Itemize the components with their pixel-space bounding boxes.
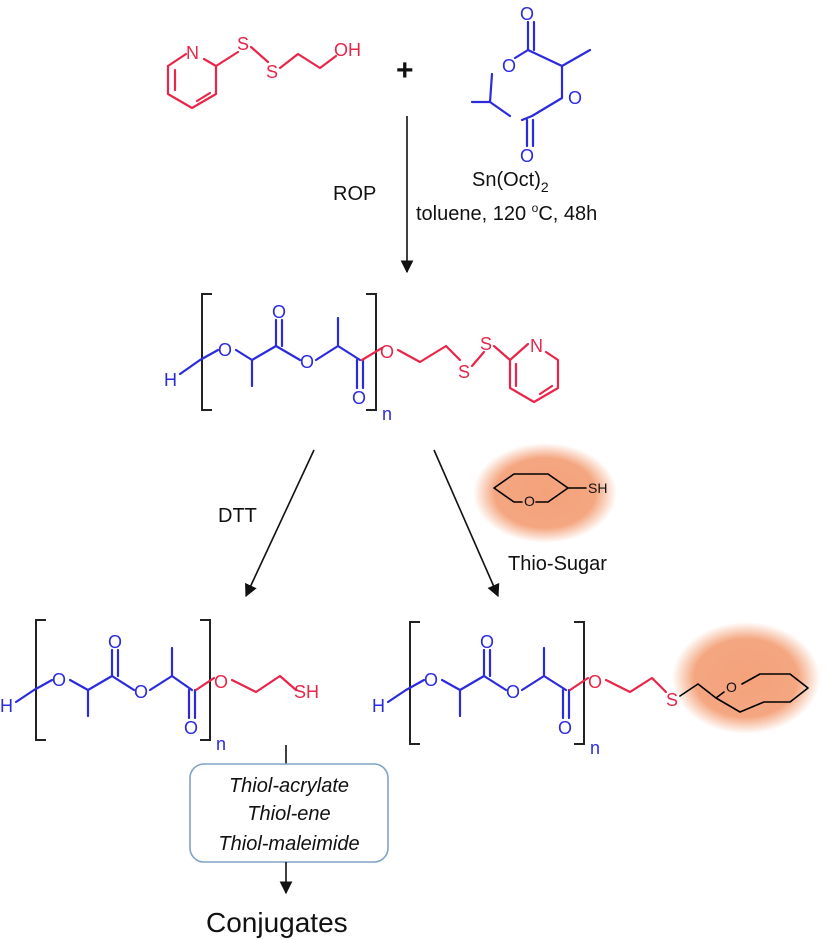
polymer-s-2: S xyxy=(480,334,492,354)
sugar-product-o-carbonyl-2: O xyxy=(558,718,572,738)
polymer-h-label: H xyxy=(164,370,177,390)
thiol-o-1: O xyxy=(52,670,66,690)
thiol-n-subscript: n xyxy=(216,734,226,754)
conjugate-sugar-o-label: O xyxy=(726,679,737,695)
polymer-sugar-product: H O O O O n O S O xyxy=(372,621,820,758)
polymer-n-subscript: n xyxy=(382,404,392,424)
thiol-o-2: O xyxy=(134,682,148,702)
polymer-o-carbonyl-1: O xyxy=(272,302,286,322)
lactide-molecule: O O O O xyxy=(470,4,592,166)
pyridine-n-label: N xyxy=(186,43,199,63)
sugar-product-o-1: O xyxy=(424,670,438,690)
sulfur-label-1: S xyxy=(237,34,249,54)
sugar-product-o-2: O xyxy=(506,682,520,702)
sugar-product-o-carbonyl-1: O xyxy=(480,632,494,652)
dtt-arrow xyxy=(245,449,315,598)
thio-sugar-reagent: O SH Thio-Sugar xyxy=(473,443,617,575)
sulfur-label-2: S xyxy=(266,62,278,82)
thiol-maleimide-label: Thiol-maleimide xyxy=(218,833,359,855)
catalyst-label: Sn(Oct)2 xyxy=(472,169,549,195)
conjugate-sugar-highlight xyxy=(672,622,820,734)
plus-sign: + xyxy=(396,54,414,87)
lactide-o-ring-2: O xyxy=(568,88,582,108)
hydroxyl-label: OH xyxy=(334,40,361,60)
lactide-o-bottom: O xyxy=(520,146,534,166)
thiol-ene-label: Thiol-ene xyxy=(247,803,330,825)
sugar-product-s-label: S xyxy=(666,690,678,710)
thiol-o-carbonyl-1: O xyxy=(108,632,122,652)
lactide-o-top: O xyxy=(520,4,534,24)
dtt-label: DTT xyxy=(218,505,257,527)
polymer-pyridine-n: N xyxy=(530,336,543,356)
polymer-thiol-product: H O O O O n O SH xyxy=(0,619,319,754)
conjugation-methods-box xyxy=(189,763,389,863)
conjugates-label: Conjugates xyxy=(206,907,348,938)
polymer-pyridyl-disulfide: H O O O O n O S S N xyxy=(164,293,560,424)
initiator-molecule: N S S OH xyxy=(166,34,361,110)
thiol-acrylate-label: Thiol-acrylate xyxy=(229,775,349,797)
polymer-s-1: S xyxy=(458,362,470,382)
rop-label: ROP xyxy=(333,183,376,205)
polymer-o-1: O xyxy=(218,340,232,360)
thiol-o-carbonyl-2: O xyxy=(184,718,198,738)
thio-sugar-arrow xyxy=(433,449,500,598)
polymer-o-ester: O xyxy=(380,342,394,362)
sugar-o-label: O xyxy=(524,493,535,509)
thiol-sh-label: SH xyxy=(294,682,319,702)
polymer-o-carbonyl-2: O xyxy=(352,388,366,408)
sugar-highlight xyxy=(473,443,617,543)
polymer-o-2: O xyxy=(300,352,314,372)
sugar-sh-label: SH xyxy=(588,480,607,496)
sugar-product-o-ester: O xyxy=(588,672,602,692)
thiol-o-ester: O xyxy=(214,672,228,692)
thiol-h-label: H xyxy=(0,696,13,716)
conditions-label: toluene, 120 oC, 48h xyxy=(416,201,597,225)
sugar-product-h-label: H xyxy=(372,696,385,716)
sugar-product-n-subscript: n xyxy=(590,738,600,758)
thio-sugar-label: Thio-Sugar xyxy=(508,553,607,575)
lactide-o-ring-1: O xyxy=(502,56,516,76)
